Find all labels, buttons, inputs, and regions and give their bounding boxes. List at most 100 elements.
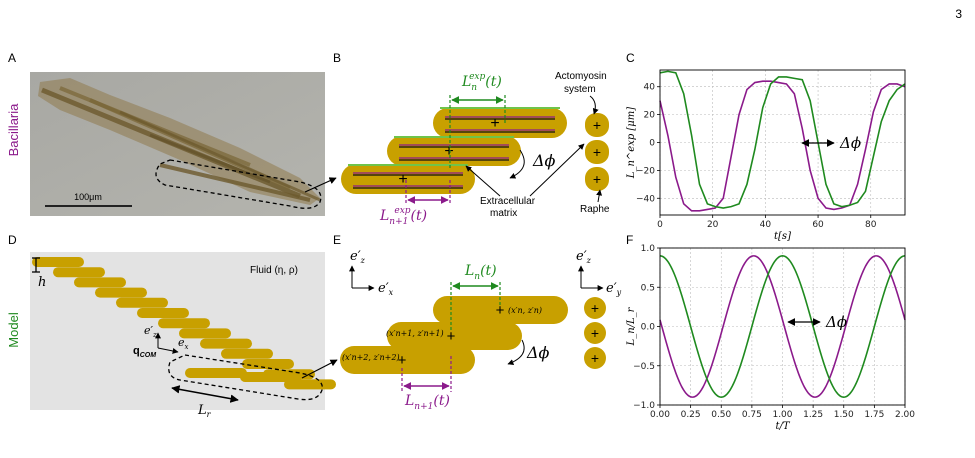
y-tick-label: 40 — [644, 83, 656, 93]
x-tick-label: 1.25 — [803, 410, 823, 420]
svg-text:+: + — [591, 350, 599, 366]
h-label: h — [38, 275, 46, 290]
x-tick-label: 40 — [760, 220, 772, 230]
model-cell — [116, 297, 168, 308]
cells-schematic-b: + + + + + + — [341, 107, 609, 194]
y-tick-label: 20 — [644, 111, 656, 121]
panel-letter-f: F — [626, 233, 633, 247]
x-tick-label: 80 — [865, 220, 877, 230]
x-tick-label: 1.50 — [834, 410, 854, 420]
cells-schematic-e: + + + + + + — [340, 296, 606, 374]
svg-text:+: + — [591, 325, 599, 341]
y-tick-label: −20 — [636, 166, 655, 176]
x-tick-label: 0 — [657, 220, 663, 230]
length-label-bottom-e: Ln+1(t) — [404, 393, 450, 412]
ez-label-d: e′z — [144, 324, 157, 339]
x-tick-label: 0.25 — [681, 410, 701, 420]
phase-arrow-e — [507, 339, 525, 365]
length-label-top-b: Lnexp(t) — [461, 72, 502, 93]
qcom-label: qCOM — [133, 345, 156, 359]
svg-text:+: + — [444, 143, 453, 160]
model-cell — [242, 359, 294, 369]
phase-label-e: Δϕ — [526, 343, 550, 362]
x-tick-label: 0.50 — [711, 410, 731, 420]
y-axis-label: L_n/L_r — [626, 306, 637, 346]
label-system: system — [564, 84, 596, 95]
lr-arrow — [171, 385, 239, 403]
svg-text:+: + — [490, 115, 499, 132]
y-axis-label: L_n^exp [μm] — [626, 107, 637, 179]
scale-bar-label: 100μm — [74, 192, 102, 202]
svg-text:+: + — [496, 302, 505, 319]
length-label-bottom-b: Ln+1exp(t) — [379, 206, 427, 227]
axis-x-label-e: e′x — [378, 281, 394, 297]
model-cell — [185, 368, 247, 378]
ex-label-d: ex — [178, 336, 189, 351]
panel-letter-a: A — [8, 51, 16, 65]
arrow-raphe — [596, 189, 603, 203]
model-cell — [32, 257, 84, 267]
ex-arrow-d — [157, 347, 179, 354]
model-cell — [240, 372, 302, 382]
series-line — [659, 70, 906, 209]
svg-text:+: + — [593, 171, 601, 187]
series-line — [659, 80, 906, 212]
model-cell — [179, 328, 231, 339]
row-label-model: Model — [6, 312, 21, 348]
length-label-top-e: Ln(t) — [464, 263, 497, 282]
axis-z-label-e2: e′z — [576, 249, 592, 265]
x-tick-label: 60 — [812, 220, 824, 230]
x-tick-label: 1.75 — [864, 410, 884, 420]
axis-y-label-e: e′y — [606, 281, 622, 297]
svg-text:+: + — [593, 144, 601, 160]
panel-letter-e: E — [333, 233, 341, 247]
plot-frame — [659, 69, 906, 216]
y-tick-label: 0.5 — [641, 283, 655, 293]
plot-frame — [659, 247, 906, 406]
label-matrix: matrix — [490, 208, 517, 219]
x-tick-label: 2.00 — [895, 410, 915, 420]
panel-letter-d: D — [8, 233, 17, 247]
y-tick-label: 0 — [649, 139, 655, 149]
x-tick-label: 0.00 — [650, 410, 670, 420]
x-axis-label: t/T — [775, 421, 790, 432]
phase-annotation: Δϕ — [839, 134, 861, 152]
lr-label: Lr — [197, 403, 212, 419]
y-tick-label: 0.0 — [641, 323, 656, 333]
phase-annotation: Δϕ — [825, 313, 847, 331]
x-tick-label: 20 — [707, 220, 719, 230]
series-line — [659, 255, 906, 398]
label-extracellular: Extracellular — [480, 196, 536, 207]
model-cell — [137, 308, 189, 318]
axis-z-label-e: e′z — [350, 249, 366, 265]
phase-label-b: Δϕ — [532, 151, 556, 170]
y-tick-label: −0.5 — [633, 362, 655, 372]
fluid-label: Fluid (η, ρ) — [250, 265, 298, 276]
model-cell — [53, 267, 105, 278]
svg-text:+: + — [398, 171, 407, 188]
panel-letter-b: B — [333, 51, 341, 65]
svg-text:+: + — [398, 352, 407, 369]
svg-text:+: + — [591, 300, 599, 316]
arrow-matrix-2 — [529, 143, 585, 197]
row-label-bacillaria: Bacillaria — [6, 103, 21, 157]
zoom-arrow-d — [301, 359, 338, 379]
svg-text:+: + — [447, 328, 456, 345]
model-cell — [158, 318, 210, 329]
x-tick-label: 0.75 — [742, 410, 762, 420]
point-label-n: (x′n, z′n) — [508, 306, 542, 315]
phase-arrow-b — [509, 149, 525, 179]
page-number: 3 — [955, 7, 962, 21]
model-cell — [200, 338, 252, 349]
panel-letter-c: C — [626, 51, 635, 65]
label-raphe: Raphe — [580, 204, 610, 215]
arrow-matrix-1 — [465, 165, 501, 197]
selection-dashed-outline-d — [168, 354, 323, 401]
model-cell — [221, 348, 273, 359]
x-axis-label: t[s] — [774, 231, 791, 242]
y-tick-label: −40 — [636, 194, 655, 204]
selection-dashed-outline — [155, 159, 322, 209]
model-cell — [95, 287, 147, 298]
